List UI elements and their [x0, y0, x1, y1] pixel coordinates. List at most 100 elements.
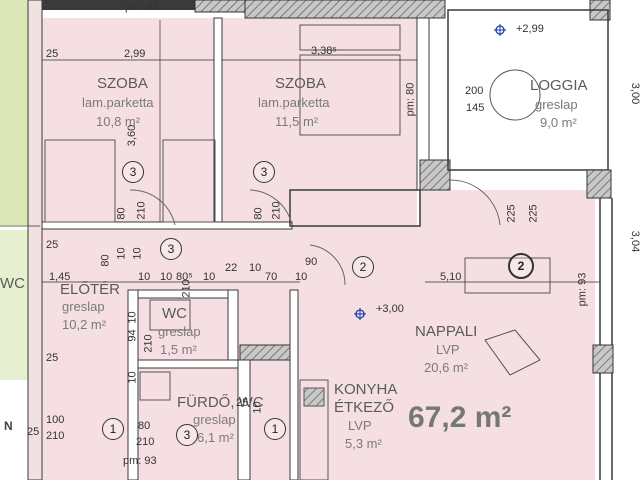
neighbor-wc-area: [0, 230, 28, 380]
konyha-name: KONYHA: [334, 381, 398, 398]
dim-210d: 210: [136, 436, 155, 448]
loggia-area: 9,0 m²: [540, 115, 577, 130]
loggia-fill: [448, 10, 608, 170]
bath-basin: [139, 371, 171, 401]
konyha-area: 5,3 m²: [345, 436, 382, 451]
door-mark-6: 1: [102, 418, 124, 440]
loggia-frame: [447, 9, 609, 171]
szoba1-fill: [42, 18, 220, 228]
dim-pm93-r: pm: 93: [576, 272, 589, 307]
wc-floor: greslap: [158, 324, 201, 339]
eloter-name: ELŐTÉR: [60, 281, 121, 298]
door-mark-2: 3: [253, 161, 275, 183]
door-arc-3: [309, 244, 346, 286]
dim-10g: 10: [126, 371, 139, 384]
kitchen-sink: [303, 387, 325, 407]
dim-210a: 210: [135, 201, 148, 220]
dim-210b: 210: [270, 201, 283, 220]
dim-100: 100: [46, 414, 65, 426]
dim-90: 90: [305, 256, 318, 268]
dim-338: 3,38⁵: [311, 45, 337, 57]
door-arc-1: [129, 189, 176, 226]
eloter-floor: greslap: [62, 299, 105, 314]
szoba1-area: 10,8 m²: [96, 114, 141, 129]
neighbor-area-green: [0, 0, 28, 225]
column-right-2: [592, 344, 614, 374]
door-mark-7: 3: [176, 424, 198, 446]
dim-225a: 225: [505, 204, 518, 223]
dim-80c: 80: [138, 420, 151, 432]
level-main: +3,00: [376, 303, 404, 315]
dim-200: 200: [465, 85, 484, 97]
dim-pm93-bot: pm: 93: [123, 455, 157, 467]
dim-210f: 210: [180, 279, 193, 298]
column-right: [586, 169, 612, 199]
dim-10j: 10: [131, 247, 144, 260]
bed-2: [162, 139, 216, 223]
wall-nook: [289, 189, 421, 227]
armchair: [484, 329, 541, 376]
konyha-name-2: ÉTKEZŐ: [334, 399, 395, 416]
dim-70: 70: [265, 271, 278, 283]
wc-area: 1,5 m²: [160, 342, 197, 357]
dim-145: 145: [466, 102, 485, 114]
door-mark-5: 2: [508, 253, 534, 279]
wall-bath-right: [237, 359, 251, 480]
wardrobe: [299, 24, 401, 51]
dim-10a: 10: [138, 271, 151, 283]
furdo-floor: greslap: [193, 412, 236, 427]
dim-510: 5,10: [440, 271, 462, 283]
wc-left-name: WC: [0, 275, 25, 292]
dim-304: 3,04: [629, 230, 640, 253]
wall-top-right: [244, 0, 446, 19]
dim-10f: 10: [126, 311, 139, 324]
wall-kitchen-left: [289, 289, 299, 480]
dim-299: 2,99: [124, 48, 146, 60]
wc-name: WC: [162, 305, 187, 322]
furdo-name: FÜRDŐ, WC: [177, 394, 264, 411]
wall-left: [27, 0, 43, 480]
szoba2-floor: lam.parketta: [258, 95, 330, 110]
wall-bedroom-bottom: [41, 221, 293, 230]
furdo-area: 6,1 m²: [197, 430, 234, 445]
dim-10e: 10: [295, 271, 308, 283]
dim-225b: 225: [527, 204, 540, 223]
szoba2-name: SZOBA: [275, 75, 326, 92]
door-mark-3: 3: [160, 238, 182, 260]
door-mark-4: 2: [352, 256, 374, 278]
bed-3: [299, 54, 401, 136]
szoba2-fill: [222, 18, 417, 228]
dim-145b: 1,45: [49, 271, 71, 283]
dim-25-l4: 25: [236, 397, 249, 409]
szoba1-name: SZOBA: [97, 75, 148, 92]
dining-table: [464, 257, 551, 294]
dim-25-l5: 25: [27, 426, 40, 438]
dim-80d: 80: [99, 254, 112, 267]
column-mid: [419, 159, 451, 191]
szoba1-floor: lam.parketta: [82, 95, 154, 110]
loggia-floor: greslap: [535, 97, 578, 112]
dim-210c: 210: [142, 334, 155, 353]
dim-300: 3,00: [629, 82, 640, 105]
dim-25-l2: 25: [46, 239, 59, 251]
kitchen-counter: [299, 379, 329, 480]
szoba2-area: 11,5 m²: [275, 114, 319, 129]
dim-805: 80⁵: [176, 271, 193, 283]
wall-bath-left: [127, 289, 139, 480]
door-arc-2: [249, 189, 293, 226]
dim-10d: 10: [249, 262, 262, 274]
dim-80b: 80: [252, 207, 265, 220]
dim-25-l3: 25: [46, 352, 59, 364]
dim-10c: 10: [203, 271, 216, 283]
dim-80a: 80: [115, 207, 128, 220]
nappali-name: NAPPALI: [415, 323, 478, 340]
wall-wc-right: [227, 289, 239, 361]
dim-pm80: pm: 80: [404, 82, 417, 117]
wall-hatch-mid: [239, 344, 291, 361]
wc-toilet: [149, 299, 191, 331]
wall-top-hatch: [194, 0, 246, 13]
loggia-table: [489, 69, 541, 121]
door-mark-1: 3: [122, 161, 144, 183]
